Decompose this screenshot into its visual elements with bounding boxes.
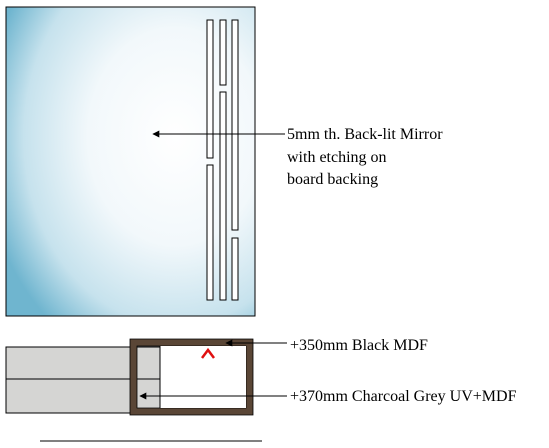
etching-slot <box>206 164 214 301</box>
black-mdf-label: +350mm Black MDF <box>290 337 428 354</box>
mirror-label-line3: board backing <box>287 171 378 188</box>
mirror-panel <box>5 6 256 317</box>
etching-slots <box>206 19 239 301</box>
etching-slot <box>219 91 227 301</box>
etching-slot <box>206 19 214 159</box>
etching-slot <box>231 19 239 231</box>
etching-slot <box>219 19 227 86</box>
mirror-label-line2: with etching on <box>287 149 387 166</box>
caret-up-marker <box>201 347 215 359</box>
charcoal-mdf-label: +370mm Charcoal Grey UV+MDF <box>290 388 517 405</box>
etching-slot <box>231 237 239 301</box>
mirror-label-line1: 5mm th. Back-lit Mirror <box>287 126 443 143</box>
